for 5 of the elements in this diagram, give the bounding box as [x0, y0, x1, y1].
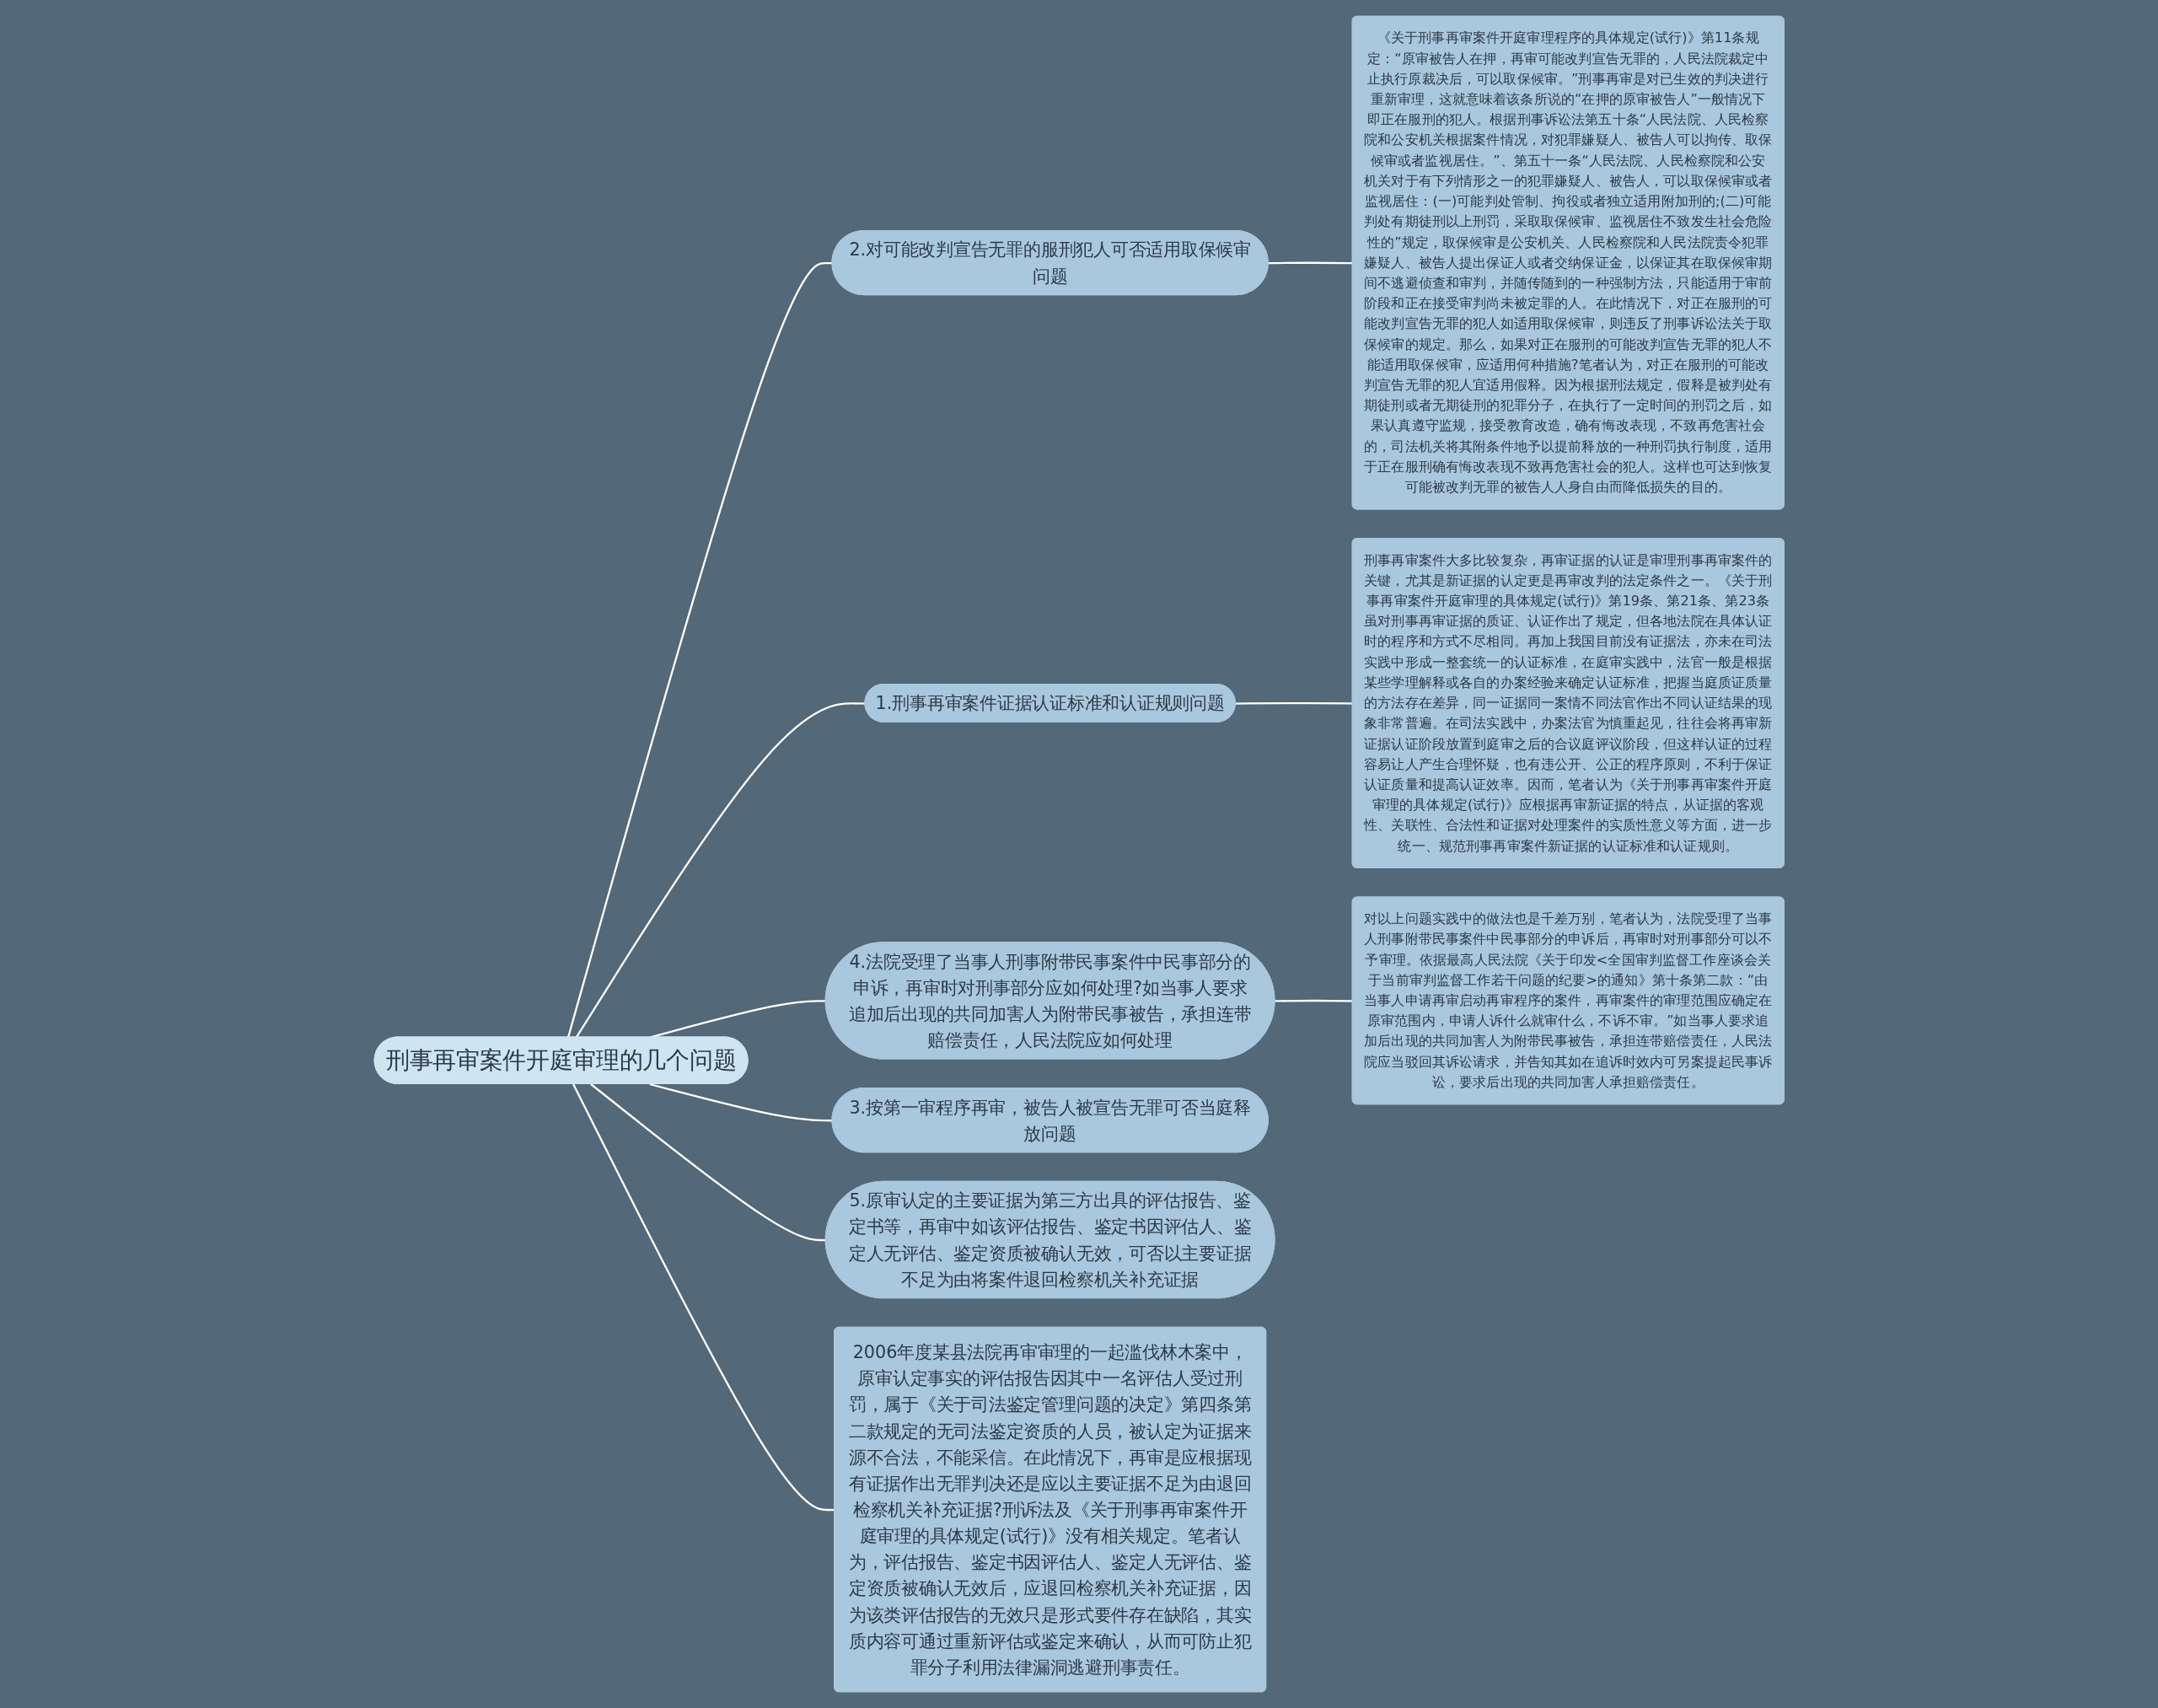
- connector: [572, 1083, 835, 1512]
- connector: [575, 702, 866, 1039]
- connector: [590, 1083, 826, 1242]
- connector: [649, 1082, 833, 1122]
- connector: [566, 261, 833, 1038]
